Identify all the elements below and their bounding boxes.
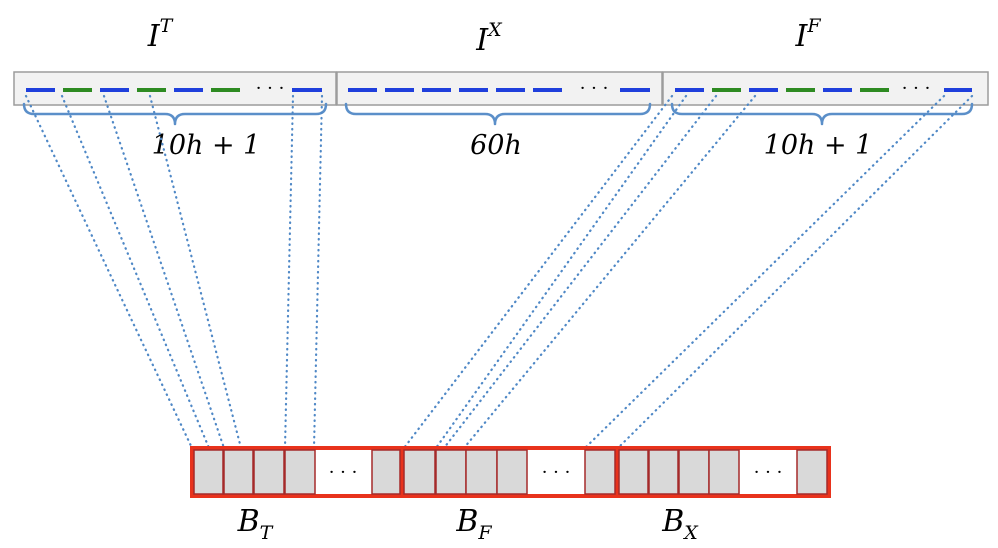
mapping-line <box>148 94 243 450</box>
ellipsis-t: · · · <box>256 78 285 99</box>
mapping-line <box>402 94 674 450</box>
buffer-cell <box>435 449 467 495</box>
buffer-ellipsis: · · · <box>329 462 358 483</box>
section-sup-x: X <box>486 19 503 41</box>
buffer-cell <box>403 449 436 495</box>
length-label-f: 10h + 1 <box>764 130 873 161</box>
section-title-x: IX <box>475 19 503 58</box>
section-sup-t: T <box>160 15 174 37</box>
buffer-cell <box>584 449 616 495</box>
mapping-line <box>462 94 757 450</box>
buffer-cell <box>796 449 828 495</box>
buffer-cell <box>193 449 224 495</box>
ellipsis-x: · · · <box>580 78 609 99</box>
buffer-cell <box>253 449 285 495</box>
buffer-label-f: BF <box>455 504 492 544</box>
mapping-line <box>312 94 324 450</box>
buffer-cell <box>496 449 528 495</box>
mapping-line <box>583 94 946 450</box>
buffer-ellipsis: · · · <box>754 462 783 483</box>
braces <box>22 102 974 126</box>
buffer-cell <box>223 449 254 495</box>
buffer-label-x: BX <box>661 504 699 544</box>
buffer-cell <box>648 449 679 495</box>
mapping-lines <box>24 94 974 450</box>
mapping-line <box>24 94 194 450</box>
section-title-f: IF <box>794 15 821 54</box>
buffer-sub-t: T <box>260 522 274 544</box>
buffer-sub-x: X <box>682 522 699 544</box>
buffer-cell <box>465 449 498 495</box>
ellipsis-f: · · · <box>902 78 931 99</box>
section-title-t: IT <box>147 15 174 54</box>
section-sup-f: F <box>806 15 821 37</box>
buffer-label-t: BT <box>237 504 274 544</box>
mapping-line <box>434 94 688 450</box>
length-label-t: 10h + 1 <box>152 130 261 161</box>
mapping-line <box>616 94 974 450</box>
buffer-cell <box>371 449 401 495</box>
buffer-cell <box>618 449 649 495</box>
brace-t <box>22 102 328 126</box>
buffer-cells <box>193 449 828 495</box>
input-stream-bar: · · · · · · · · · <box>13 71 989 106</box>
brace-x <box>344 102 652 126</box>
buffer-sub-f: F <box>477 522 492 544</box>
length-label-x: 60h <box>470 130 522 161</box>
buffer-ellipsis: · · · <box>542 462 571 483</box>
brace-f <box>670 102 974 126</box>
buffer-cell <box>678 449 710 495</box>
buffer-cell <box>284 449 316 495</box>
mapping-line <box>102 94 226 450</box>
buffer-cell <box>708 449 740 495</box>
buffer-array: · · · · · · · · · <box>190 446 831 498</box>
mapping-line <box>283 94 295 450</box>
